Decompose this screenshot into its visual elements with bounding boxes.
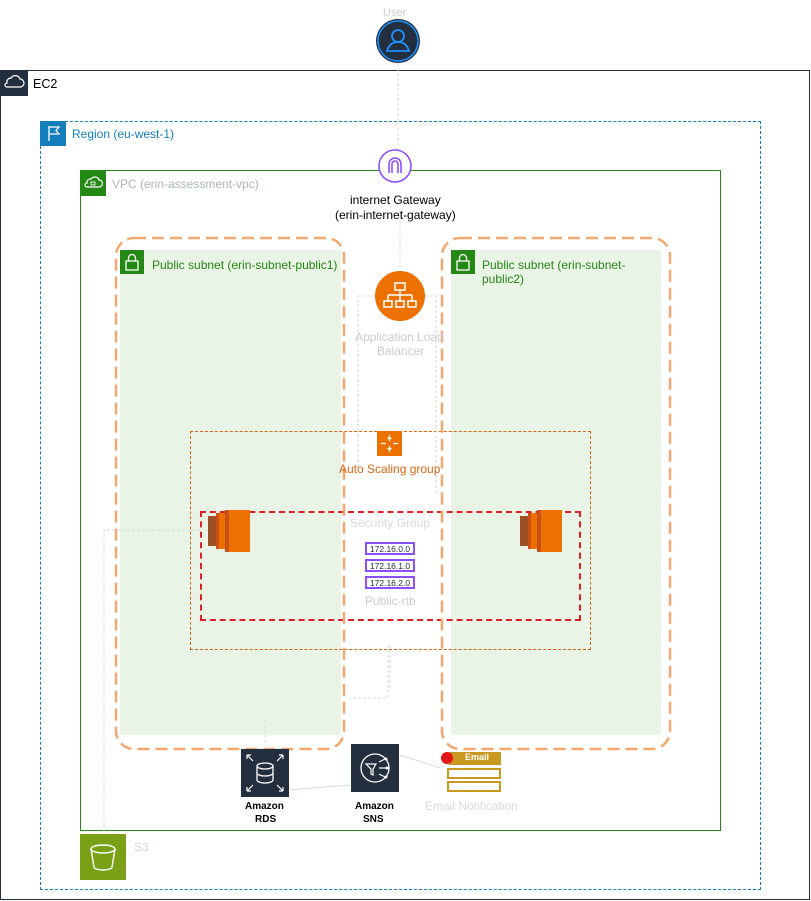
subnet2-label-line2: public2) (482, 272, 525, 286)
ec2-instance-2-icon (520, 510, 562, 552)
subnet2-lock-icon (451, 250, 475, 274)
region-label: Region (eu-west-1) (72, 127, 175, 141)
subnet1-label: Public subnet (erin-subnet-public1) (152, 258, 338, 272)
ec2-container (0, 70, 810, 900)
email-icon (441, 750, 501, 798)
sns-label-line1: Amazon (355, 801, 394, 812)
rds-label-line2: RDS (255, 814, 277, 825)
alb-label-line1: Application Load (355, 330, 444, 344)
route-cidr-1: 172.16.0.0 (365, 542, 415, 555)
email-label: Email Notification (425, 799, 518, 813)
s3-label: S3 (134, 840, 149, 854)
internet-gateway-icon (378, 149, 412, 183)
vpc-cloud-icon (80, 170, 106, 196)
ec2-instance-1-icon (208, 510, 250, 552)
igw-label-line2: (erin-internet-gateway) (335, 208, 456, 222)
sg-label: Security Group (350, 516, 431, 530)
region-container (40, 121, 761, 890)
subnet1-lock-icon (120, 250, 144, 274)
email-icon-text: Email (465, 752, 490, 762)
security-group (200, 511, 581, 621)
ec2-label: EC2 (33, 77, 58, 91)
igw-label-line1: internet Gateway (350, 193, 441, 207)
sns-icon (351, 744, 399, 792)
region-flag-icon (40, 121, 66, 146)
subnet2-area (451, 250, 661, 735)
vpc-label: VPC (erin-assessment-vpc) (112, 177, 259, 191)
subnet1-area (120, 250, 341, 735)
asg-label: Auto Scaling group (339, 462, 441, 476)
sns-label-line2: SNS (363, 814, 384, 825)
s3-bucket-icon (80, 834, 126, 880)
user-label: User (383, 7, 407, 19)
route-cidr-3: 172.16.2.0 (365, 576, 415, 589)
route-table-label: Public-rtb (365, 594, 416, 608)
rds-label-line1: Amazon (245, 801, 284, 812)
auto-scaling-icon (377, 431, 402, 456)
ec2-header-icon (0, 70, 28, 96)
alb-label-line2: Balancer (377, 344, 425, 358)
rds-icon (241, 749, 289, 797)
route-cidr-2: 172.16.1.0 (365, 559, 415, 572)
subnet2-label-line1: Public subnet (erin-subnet- (482, 258, 626, 272)
user-icon (375, 18, 421, 64)
load-balancer-icon (374, 270, 426, 322)
